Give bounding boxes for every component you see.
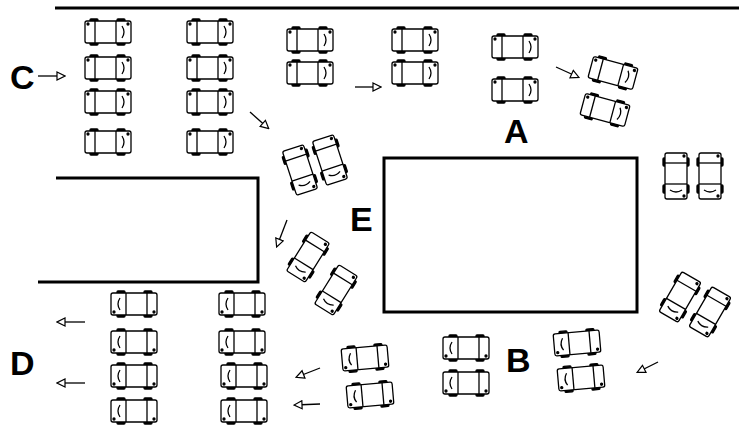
boundary-line [55,7,739,10]
car [111,291,157,317]
car [221,398,267,424]
area-letter: A [504,114,529,148]
car [346,380,394,410]
car [281,144,320,196]
area-letter: E [350,202,373,236]
car [187,89,233,115]
car [443,335,489,361]
car [221,363,267,389]
car [492,34,538,60]
area-letter: B [506,343,531,377]
car [285,231,331,284]
car [219,291,265,317]
area-letter: D [10,346,35,380]
car [187,129,233,155]
car [587,54,638,91]
car [287,60,333,86]
car [287,27,333,53]
car [492,77,538,103]
car [579,91,630,128]
car [111,363,157,389]
car [557,363,605,393]
car [85,55,131,81]
car [553,328,601,358]
car [111,329,157,355]
flow-arrows [38,67,658,405]
car [313,264,359,317]
car [341,343,389,373]
car [392,27,438,53]
car [85,89,131,115]
car [85,129,131,155]
car [111,398,157,424]
car [663,153,689,199]
car [392,60,438,86]
car [687,286,733,339]
building [38,178,258,282]
car [443,370,489,396]
car [219,329,265,355]
car [187,19,233,45]
car [187,55,233,81]
car [311,134,350,186]
area-letter: C [10,60,35,94]
car [85,19,131,45]
car-group [85,19,733,424]
car [697,153,723,199]
building [384,158,637,312]
